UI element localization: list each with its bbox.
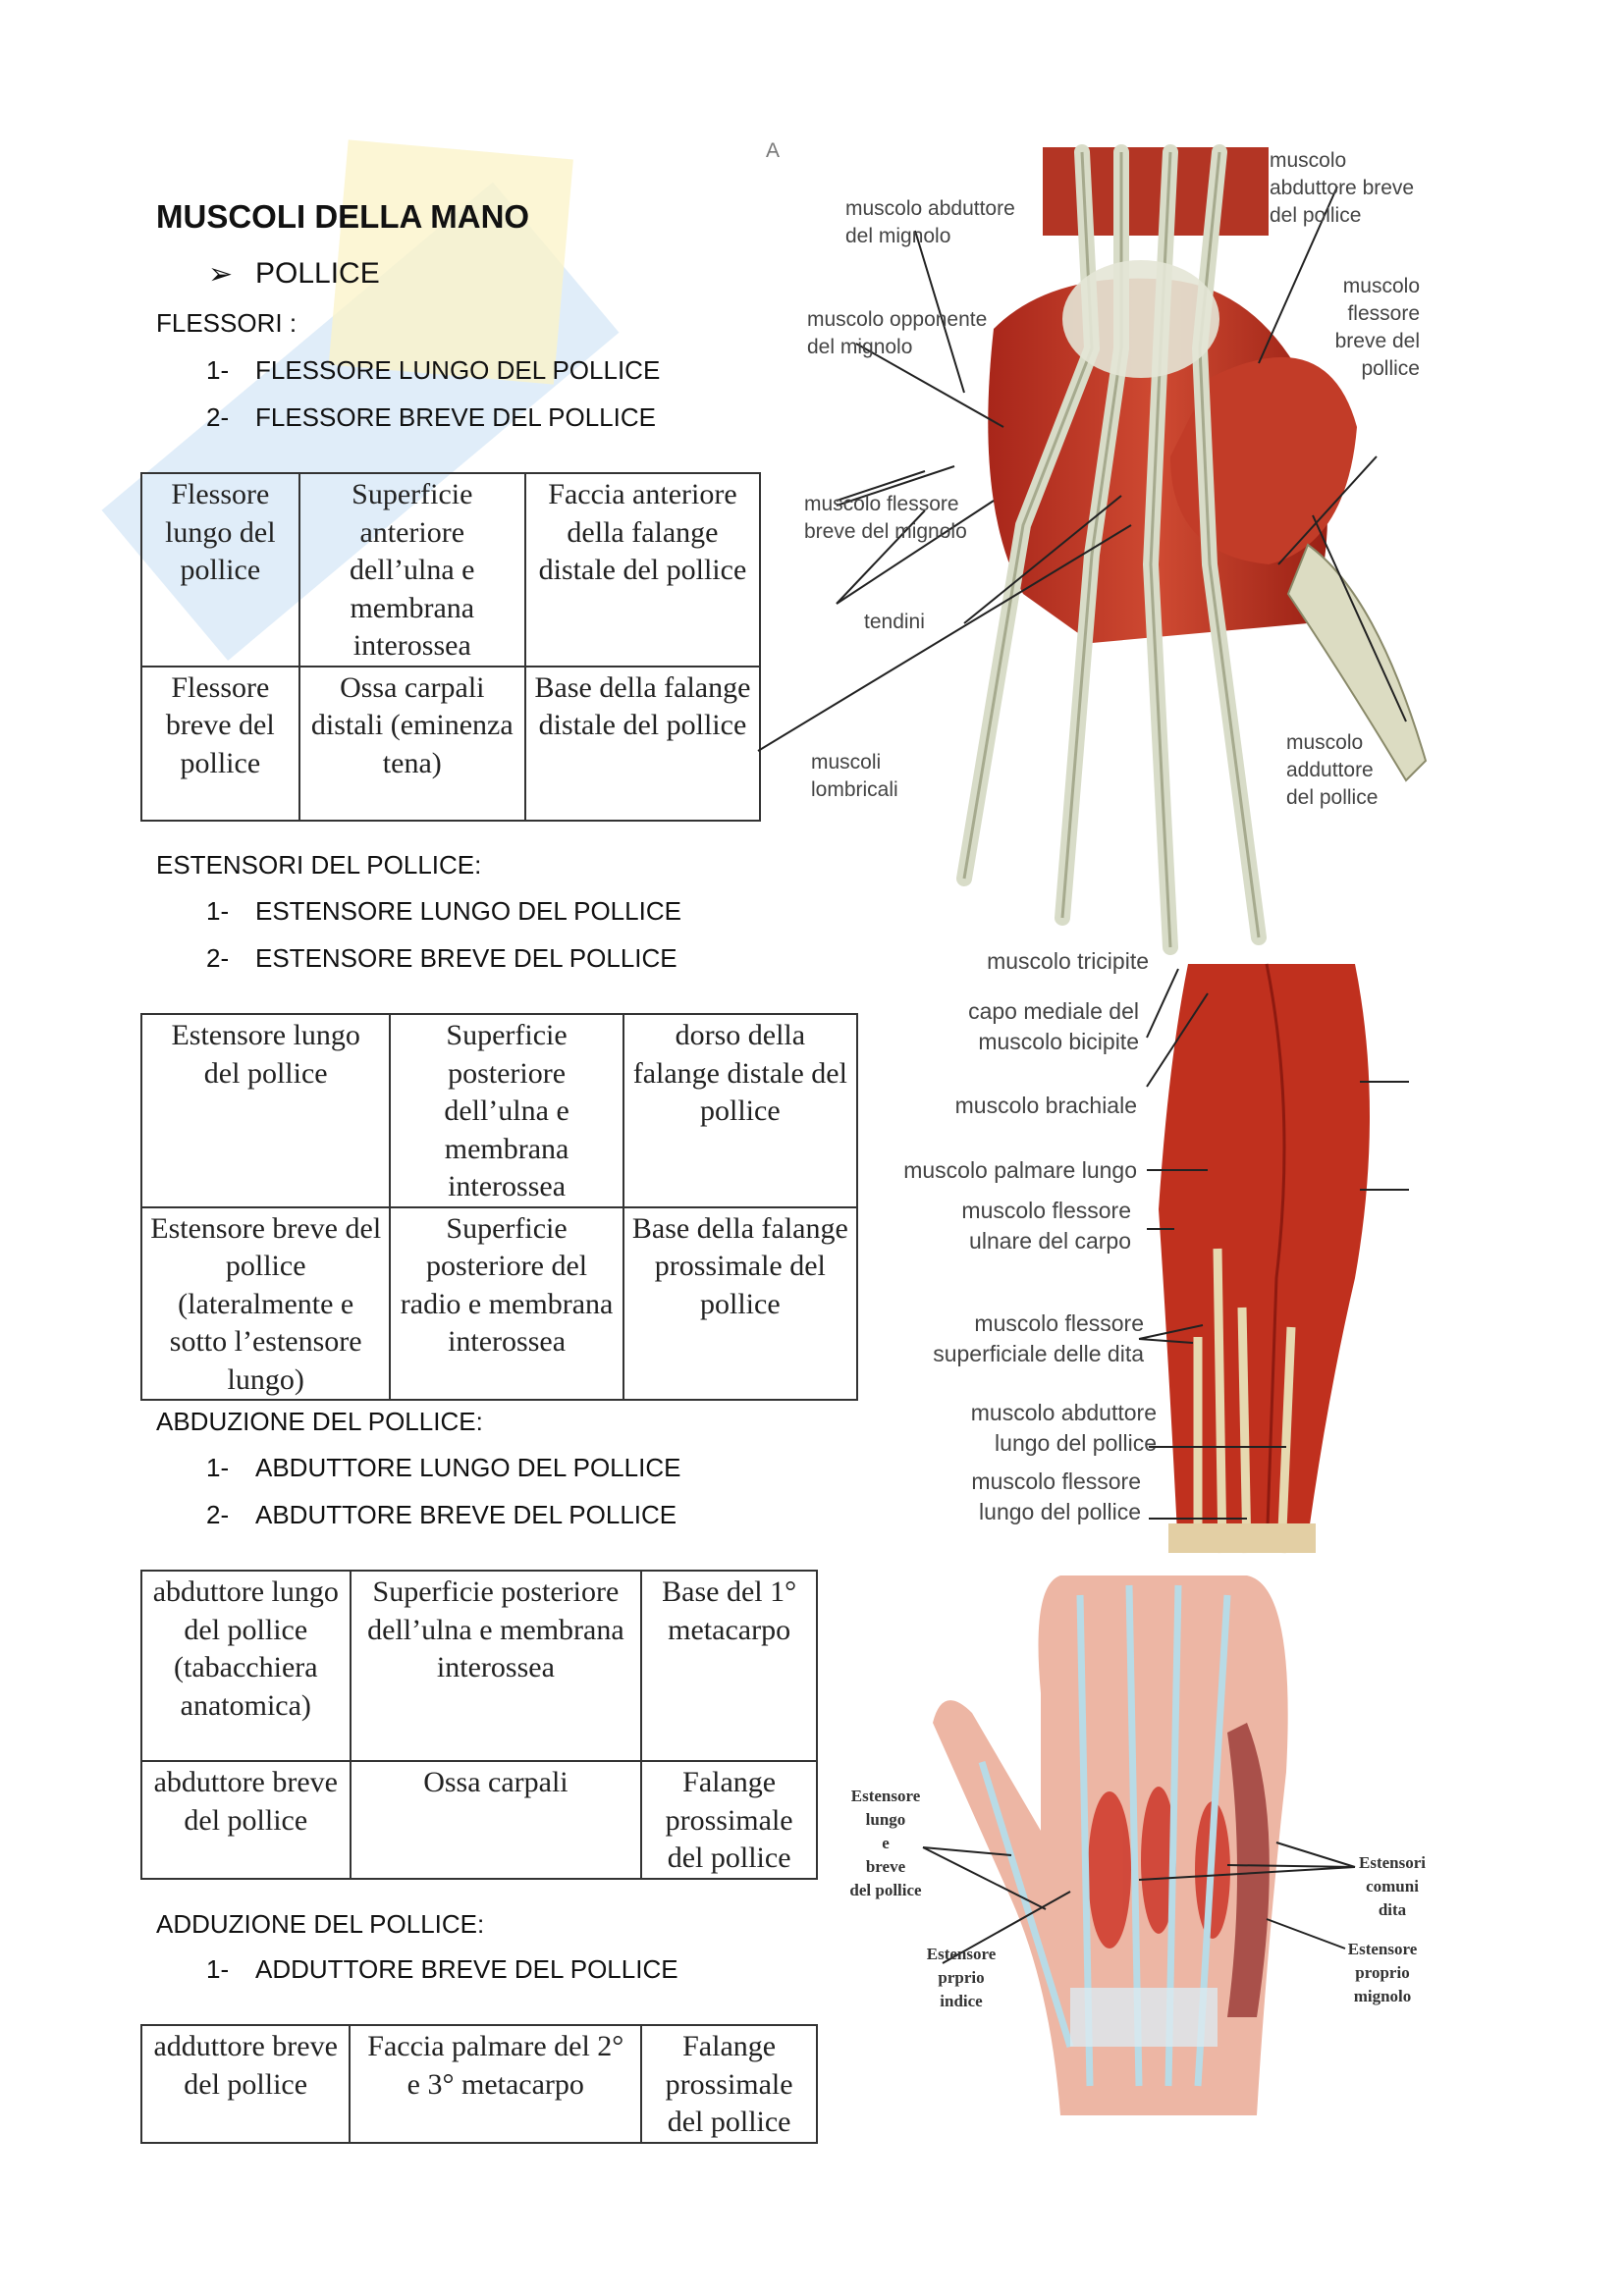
label-text: muscolo abduttore lungo del pollice (970, 1400, 1157, 1456)
table-cell: dorso della falange distale del pollice (622, 1013, 859, 1208)
label-text: muscolo adduttore del pollice (1286, 731, 1379, 809)
table-cell: Base della falange prossimale del pollic… (622, 1205, 859, 1401)
list-item: FLESSORE BREVE DEL POLLICE (255, 402, 656, 432)
label-text: Estensore lungo e breve del pollice (849, 1787, 922, 1899)
table-cell: Faccia anteriore della falange distale d… (523, 472, 762, 667)
label-text: muscolo flessore breve del mignolo (804, 493, 967, 543)
figure-label: muscolo palmare lungo (864, 1155, 1137, 1186)
table-cell: Ossa carpali (349, 1760, 643, 1880)
figure-label: muscolo abduttore breve del pollice (1270, 147, 1414, 230)
label-text: muscolo flessore ulnare del carpo (961, 1198, 1131, 1254)
label-text: capo mediale del muscolo bicipite (968, 998, 1139, 1054)
panel-letter: A (766, 139, 781, 162)
table-cell: abduttore lungo del pollice (tabacchiera… (140, 1570, 352, 1762)
palm-muscles-illustration (757, 144, 1428, 955)
table-cell: Base del 1° metacarpo (640, 1570, 818, 1762)
figure-label: muscolo abduttore del mignolo (845, 195, 1015, 250)
table-row: Flessore lungo del pollice Superficie an… (140, 472, 762, 667)
label-text: Estensori comuni dita (1359, 1853, 1426, 1919)
table-cell: Estensore lungo del pollice (139, 1013, 392, 1208)
label-text: muscolo flessore superficiale delle dita (933, 1310, 1144, 1366)
list-number: 1- (206, 355, 230, 385)
label-text: muscolo tricipite (987, 948, 1149, 974)
figure-label: muscolo brachiale (884, 1091, 1137, 1121)
list-number: 1- (206, 1453, 230, 1482)
list-item: ABDUTTORE LUNGO DEL POLLICE (255, 1453, 681, 1482)
dorsal-hand-extensors-illustration (933, 1575, 1288, 2115)
figure-label: Estensori comuni dita (1343, 1851, 1441, 1922)
adductors-table: adduttore breve del pollice Faccia palma… (139, 2024, 818, 2144)
list-number: 2- (206, 402, 230, 432)
figure-label: muscolo tricipite (884, 946, 1149, 977)
figure-label: Estensore proprio mignolo (1333, 1938, 1432, 2008)
subtitle: POLLICE (255, 257, 380, 290)
figure-label: tendini (864, 609, 925, 636)
figure-label: muscolo flessore lungo del pollice (884, 1467, 1141, 1527)
list-number: 2- (206, 943, 230, 973)
table-cell: Base della falange distale del pollice (523, 665, 762, 822)
table-cell: Superficie posteriore dell’ulna e membra… (349, 1570, 643, 1762)
section-heading: FLESSORI : (156, 308, 298, 338)
section-heading: ESTENSORI DEL POLLICE: (156, 850, 482, 880)
label-text: muscoli lombricali (811, 751, 898, 801)
table-cell: Flessore lungo del pollice (140, 472, 300, 667)
label-text: muscolo flessore lungo del pollice (971, 1468, 1141, 1524)
label-text: Estensore prprio indice (926, 1945, 997, 2010)
table-row: Estensore breve del pollice (lateralment… (139, 1205, 859, 1401)
list-item: ESTENSORE BREVE DEL POLLICE (255, 943, 677, 973)
label-text: muscolo opponente del mignolo (807, 308, 988, 358)
label-text: Estensore proprio mignolo (1347, 1940, 1418, 2005)
list-number: 1- (206, 1954, 230, 1984)
label-text: muscolo palmare lungo (903, 1157, 1137, 1183)
figure-label: muscolo flessore breve del pollice (1276, 273, 1420, 383)
figure-label: muscolo flessore breve del mignolo (804, 491, 967, 546)
list-item: ESTENSORE LUNGO DEL POLLICE (255, 896, 681, 926)
label-text: muscolo abduttore del mignolo (845, 197, 1015, 247)
table-cell: Ossa carpali distali (eminenza tena) (298, 665, 526, 822)
list-item: ADDUTTORE BREVE DEL POLLICE (255, 1954, 678, 1984)
dorsal-hand-leader-lines (922, 1842, 1356, 1964)
table-cell: Superficie posteriore dell’ulna e membra… (389, 1013, 624, 1208)
figure-label: muscolo adduttore del pollice (1286, 729, 1378, 812)
label-text: muscolo flessore breve del pollice (1334, 275, 1420, 380)
table-row: adduttore breve del pollice Faccia palma… (139, 2024, 818, 2144)
table-cell: adduttore breve del pollice (139, 2024, 352, 2144)
label-text: muscolo abduttore breve del pollice (1270, 149, 1415, 227)
flexors-table: Flessore lungo del pollice Superficie an… (140, 472, 762, 822)
figure-label: Estensore prprio indice (912, 1943, 1010, 2013)
list-number: 2- (206, 1500, 230, 1529)
page-title: MUSCOLI DELLA MANO (156, 198, 530, 235)
table-cell: Falange prossimale del pollice (640, 1760, 818, 1880)
table-row: Estensore lungo del pollice Superficie p… (139, 1013, 859, 1208)
table-row: abduttore breve del pollice Ossa carpali… (140, 1760, 818, 1880)
arrow-bullet-icon: ➢ (208, 258, 234, 291)
abductors-table: abduttore lungo del pollice (tabacchiera… (140, 1570, 818, 1880)
table-cell: abduttore breve del pollice (140, 1760, 352, 1880)
forearm-muscles-illustration (1159, 963, 1409, 1554)
label-text: tendini (864, 611, 925, 633)
list-number: 1- (206, 896, 230, 926)
figure-label: muscoli lombricali (811, 749, 898, 804)
table-cell: Estensore breve del pollice (lateralment… (139, 1205, 392, 1401)
table-row: abduttore lungo del pollice (tabacchiera… (140, 1570, 818, 1762)
table-cell: Superficie anteriore dell’ulna e membran… (298, 472, 526, 667)
list-item: ABDUTTORE BREVE DEL POLLICE (255, 1500, 677, 1529)
table-cell: Falange prossimale del pollice (640, 2024, 818, 2144)
figure-label: muscolo abduttore lungo del pollice (884, 1398, 1157, 1459)
figure-label: muscolo opponente del mignolo (807, 306, 987, 361)
list-item: FLESSORE LUNGO DEL POLLICE (255, 355, 661, 385)
figure-label: muscolo flessore ulnare del carpo (884, 1196, 1131, 1256)
table-row: Flessore breve del pollice Ossa carpali … (140, 665, 762, 822)
figure-label: capo mediale del muscolo bicipite (884, 996, 1139, 1057)
table-cell: Faccia palmare del 2° e 3° metacarpo (349, 2024, 643, 2144)
section-heading: ABDUZIONE DEL POLLICE: (156, 1407, 483, 1436)
table-cell: Flessore breve del pollice (140, 665, 300, 822)
forearm-leader-lines (1138, 968, 1286, 1520)
figure-label: muscolo flessore superficiale delle dita (884, 1308, 1144, 1369)
table-cell: Superficie posteriore del radio e membra… (389, 1205, 624, 1401)
figure-label: Estensore lungo e breve del pollice (837, 1785, 935, 1902)
extensors-table: Estensore lungo del pollice Superficie p… (139, 1013, 859, 1401)
label-text: muscolo brachiale (954, 1093, 1137, 1118)
section-heading: ADDUZIONE DEL POLLICE: (156, 1909, 485, 1939)
